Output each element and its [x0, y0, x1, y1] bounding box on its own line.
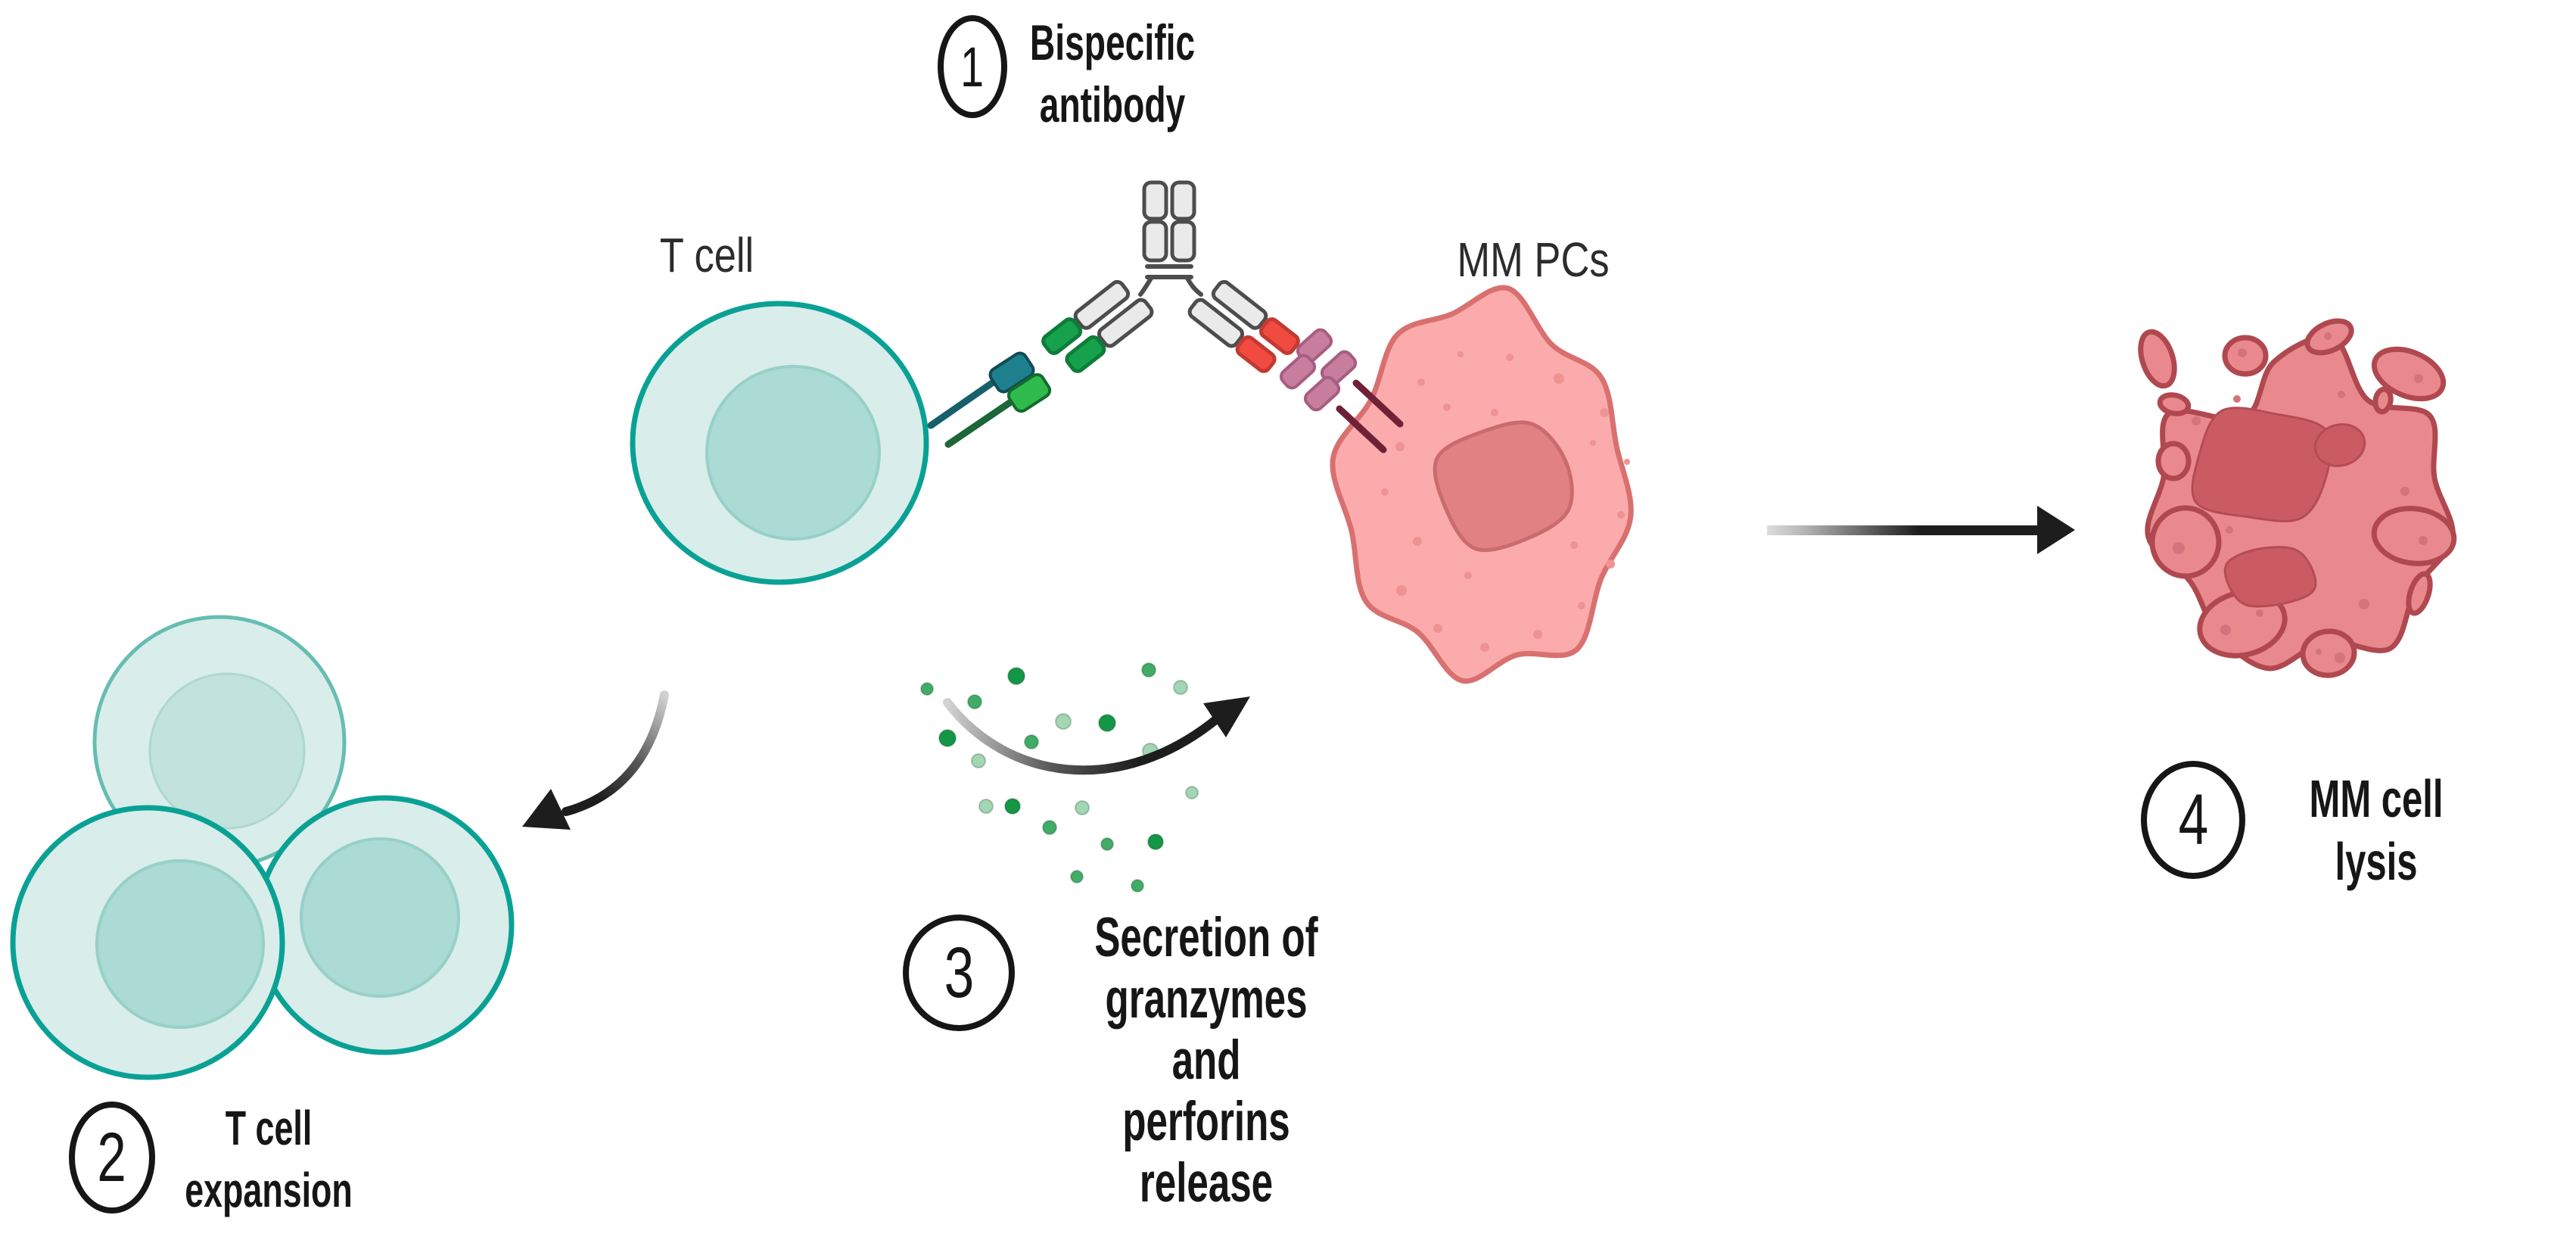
antibody-arm-anti-bcma	[1187, 279, 1300, 373]
step-2-number: 2	[97, 1118, 127, 1196]
t-cell-nucleus	[705, 365, 881, 541]
expanded-t-cell-back	[92, 615, 347, 869]
t-cell-receptor-teal	[988, 351, 1035, 394]
granzyme-dot	[1004, 798, 1021, 815]
bispecific-antibody-icon	[1041, 180, 1300, 373]
step-2-circle: 2	[69, 1102, 155, 1214]
mm-pcs-label: MM PCs	[1457, 232, 1610, 287]
mm-pc-speckles	[1381, 351, 1630, 652]
step-4-label: MM cell lysis	[2309, 769, 2444, 892]
step-4-circle: 4	[2141, 761, 2245, 879]
arrow-mm-to-lysis	[1767, 506, 2075, 554]
t-cell-expansion-cluster	[10, 615, 515, 1080]
granzyme-dot	[1042, 820, 1057, 835]
step-1-circle: 1	[938, 15, 1007, 118]
granzyme-dot	[967, 694, 982, 709]
granzyme-dot	[971, 753, 986, 768]
lysed-cell-fragments	[2138, 318, 2457, 678]
granzyme-dot	[1055, 713, 1072, 730]
granzyme-dot	[1070, 870, 1084, 883]
step-2-label: T cell expansion	[185, 1101, 353, 1217]
granzyme-dot	[978, 799, 994, 814]
expanded-t-cell-left	[10, 805, 285, 1080]
step-4-number: 4	[2178, 779, 2208, 860]
arrow-secretion-to-mm	[943, 696, 1250, 775]
step-3-circle: 3	[903, 915, 1015, 1031]
mm-pc-nucleus	[1433, 420, 1574, 553]
granzyme-dot	[920, 682, 934, 696]
granzyme-dot	[1098, 714, 1116, 732]
granzyme-dot	[1024, 734, 1039, 749]
lysed-cell-dots	[2173, 332, 2428, 663]
granzyme-dot	[1100, 837, 1114, 851]
granzyme-dot	[1007, 667, 1025, 685]
t-cell-receptor-green	[1006, 372, 1052, 413]
mm-pc-receptors	[1279, 328, 1404, 453]
arrow-t-cell-to-expansion	[522, 690, 669, 830]
granzyme-dot	[1173, 680, 1188, 695]
expanded-t-cell-right	[254, 795, 515, 1055]
lysed-cell-nucleus	[2191, 407, 2332, 522]
granzyme-dot	[1075, 800, 1090, 815]
step-3-number: 3	[944, 932, 974, 1013]
granzyme-dot	[1141, 662, 1156, 678]
antibody-arm-anti-cd3	[1041, 279, 1154, 373]
t-cell	[630, 301, 929, 585]
mm-pc-cell	[1330, 285, 1634, 684]
granzyme-dot	[1185, 786, 1199, 799]
lysed-mm-cell	[2138, 318, 2457, 678]
granzyme-dot	[938, 729, 957, 747]
step-1-number: 1	[960, 35, 985, 98]
t-cell-receptors	[927, 351, 1052, 448]
step-3-label: Secretion of granzymes and perforins rel…	[1094, 907, 1318, 1214]
step-1-label: Bispecific antibody	[1029, 14, 1196, 132]
granzyme-perforin-dots	[920, 662, 1199, 893]
t-cell-label: T cell	[659, 228, 754, 282]
granzyme-dot	[1131, 879, 1144, 893]
granzyme-dot	[1147, 834, 1164, 850]
